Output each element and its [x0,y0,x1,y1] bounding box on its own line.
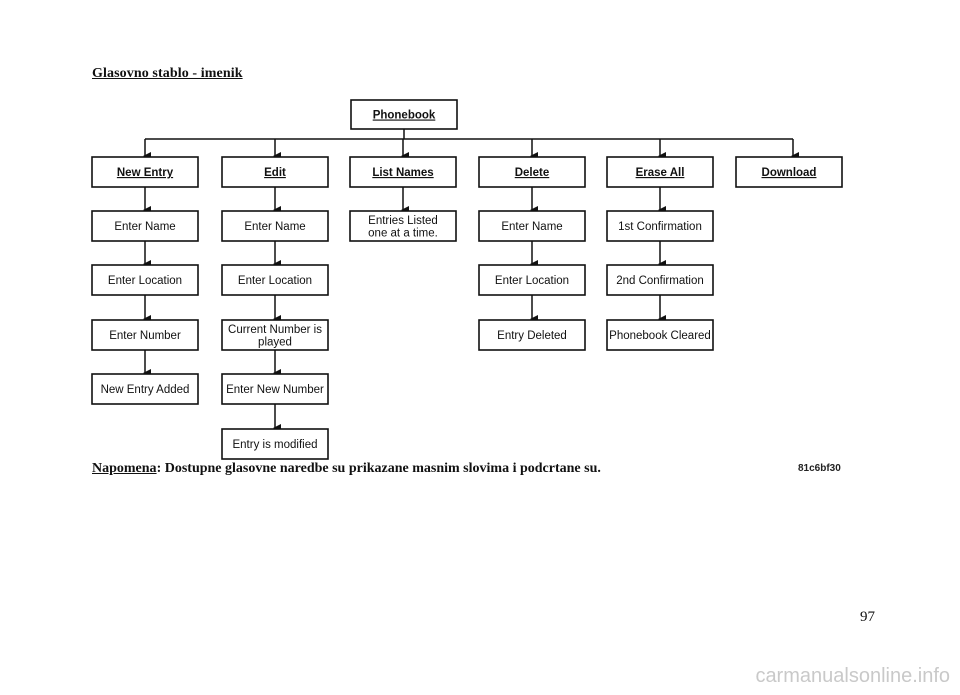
svg-text:Edit: Edit [264,167,286,179]
node-step-edit-5: Entry is modified [221,428,329,460]
svg-text:New Entry: New Entry [117,167,174,179]
footnote-text: : Dostupne glasovne naredbe su prikazane… [156,461,601,476]
node-step-delete-2: Enter Location [478,264,586,296]
node-step-erase-all-3: Phonebook Cleared [606,319,714,351]
svg-text:2nd Confirmation: 2nd Confirmation [616,275,704,287]
node-command-list-names: List Names [349,156,457,188]
node-command-download: Download [735,156,843,188]
svg-text:Enter Name: Enter Name [114,221,175,233]
svg-text:Enter New Number: Enter New Number [226,384,324,396]
node-step-new-entry-1: Enter Name [91,210,199,242]
page-title: Glasovno stablo - imenik [92,66,243,81]
diagram-connectors [143,129,799,432]
node-command-erase-all: Erase All [606,156,714,188]
svg-text:Enter Location: Enter Location [238,275,312,287]
page-number: 97 [860,609,875,625]
svg-text:Delete: Delete [515,167,550,179]
node-command-delete: Delete [478,156,586,188]
svg-text:one at a time.: one at a time. [368,227,438,239]
footnote: Napomena: Dostupne glasovne naredbe su p… [92,461,601,477]
node-step-delete-3: Entry Deleted [478,319,586,351]
svg-text:Phonebook: Phonebook [373,110,436,122]
node-step-new-entry-3: Enter Number [91,319,199,351]
node-step-erase-all-2: 2nd Confirmation [606,264,714,296]
svg-text:Enter Location: Enter Location [495,275,569,287]
svg-text:Enter Name: Enter Name [244,221,305,233]
node-root-phonebook: Phonebook [350,99,458,130]
node-command-new-entry: New Entry [91,156,199,188]
node-step-delete-1: Enter Name [478,210,586,242]
svg-text:List Names: List Names [372,167,433,179]
watermark: carmanualsonline.info [755,665,950,687]
svg-text:Entry is modified: Entry is modified [232,439,317,451]
node-command-edit: Edit [221,156,329,188]
node-step-new-entry-4: New Entry Added [91,373,199,405]
svg-text:played: played [258,336,292,348]
node-step-edit-2: Enter Location [221,264,329,296]
svg-text:Download: Download [762,167,817,179]
node-step-erase-all-1: 1st Confirmation [606,210,714,242]
svg-text:Current Number is: Current Number is [228,324,322,336]
svg-text:New Entry Added: New Entry Added [101,384,190,396]
footnote-label: Napomena [92,461,157,476]
svg-text:Erase All: Erase All [636,167,685,179]
node-step-edit-4: Enter New Number [221,373,329,405]
node-step-edit-1: Enter Name [221,210,329,242]
svg-text:Entries Listed: Entries Listed [368,215,438,227]
node-step-new-entry-2: Enter Location [91,264,199,296]
svg-text:Phonebook Cleared: Phonebook Cleared [609,330,711,342]
svg-text:Enter Name: Enter Name [501,221,562,233]
svg-text:Enter Location: Enter Location [108,275,182,287]
figure-id: 81c6bf30 [798,463,841,474]
svg-text:Entry Deleted: Entry Deleted [497,330,567,342]
svg-text:1st Confirmation: 1st Confirmation [618,221,702,233]
svg-text:Enter Number: Enter Number [109,330,181,342]
